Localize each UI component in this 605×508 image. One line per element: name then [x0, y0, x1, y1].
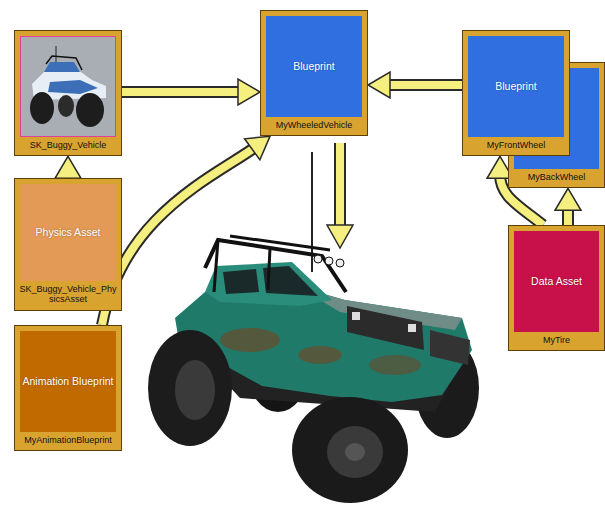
asset-tile: Data AssetMyTire	[508, 225, 605, 351]
arrow-head	[55, 156, 81, 178]
asset-name: MyBackWheel	[512, 172, 601, 182]
asset-tile: SK_Buggy_Vehicle	[14, 30, 122, 156]
asset-tile: Physics AssetSK_Buggy_Vehicle_PhysicsAss…	[14, 178, 122, 311]
asset-tile: BlueprintMyWheeledVehicle	[260, 10, 368, 136]
asset-name: MyTire	[512, 335, 601, 345]
asset-name: MyAnimationBlueprint	[18, 435, 118, 445]
asset-label-strip: MyWheeledVehicle	[261, 117, 367, 135]
arrow-shaft	[386, 81, 462, 89]
arrow-head	[238, 79, 260, 105]
mesh-thumbnail	[20, 36, 116, 137]
asset-label-strip: MyBackWheel	[509, 169, 604, 187]
asset-type: Physics Asset	[36, 226, 101, 239]
reference-arrow	[368, 72, 462, 98]
asset-label-strip: MyFrontWheel	[463, 137, 569, 155]
asset-label-strip: SK_Buggy_Vehicle_PhysicsAsset	[15, 281, 121, 310]
arrow-head	[245, 136, 270, 159]
reference-arrow	[555, 188, 581, 225]
asset-tile: BlueprintMyFrontWheel	[462, 30, 570, 156]
asset-panel: Physics Asset	[15, 179, 121, 281]
asset-name: SK_Buggy_Vehicle_PhysicsAsset	[18, 284, 118, 305]
arrow-outline	[122, 86, 242, 98]
asset-type: Data Asset	[531, 275, 582, 288]
asset-panel: Blueprint	[463, 31, 569, 137]
arrow-outline	[386, 79, 462, 91]
arrow-outline	[102, 147, 255, 325]
asset-type: Blueprint	[293, 60, 334, 73]
reference-arrow	[102, 136, 270, 325]
asset-panel: Data Asset	[509, 226, 604, 332]
asset-tile: Animation BlueprintMyAnimationBlueprint	[14, 325, 122, 451]
asset-type: Blueprint	[495, 80, 536, 93]
arrow-shaft	[122, 88, 242, 96]
asset-label-strip: MyTire	[509, 332, 604, 350]
asset-name: MyFrontWheel	[466, 140, 566, 150]
arrow-head	[368, 72, 390, 98]
asset-panel: Blueprint	[261, 11, 367, 117]
arrow-shaft	[102, 147, 255, 325]
asset-type: Animation Blueprint	[22, 375, 113, 388]
reference-arrow	[122, 79, 260, 105]
asset-panel: Animation Blueprint	[15, 326, 121, 432]
leader-arrow	[327, 143, 353, 248]
asset-name: MyWheeledVehicle	[264, 120, 364, 130]
reference-arrow	[55, 156, 81, 178]
asset-label-strip: MyAnimationBlueprint	[15, 432, 121, 450]
asset-label-strip: SK_Buggy_Vehicle	[15, 137, 121, 155]
arrow-head	[555, 188, 581, 210]
asset-name: SK_Buggy_Vehicle	[18, 140, 118, 150]
asset-panel	[15, 31, 121, 137]
